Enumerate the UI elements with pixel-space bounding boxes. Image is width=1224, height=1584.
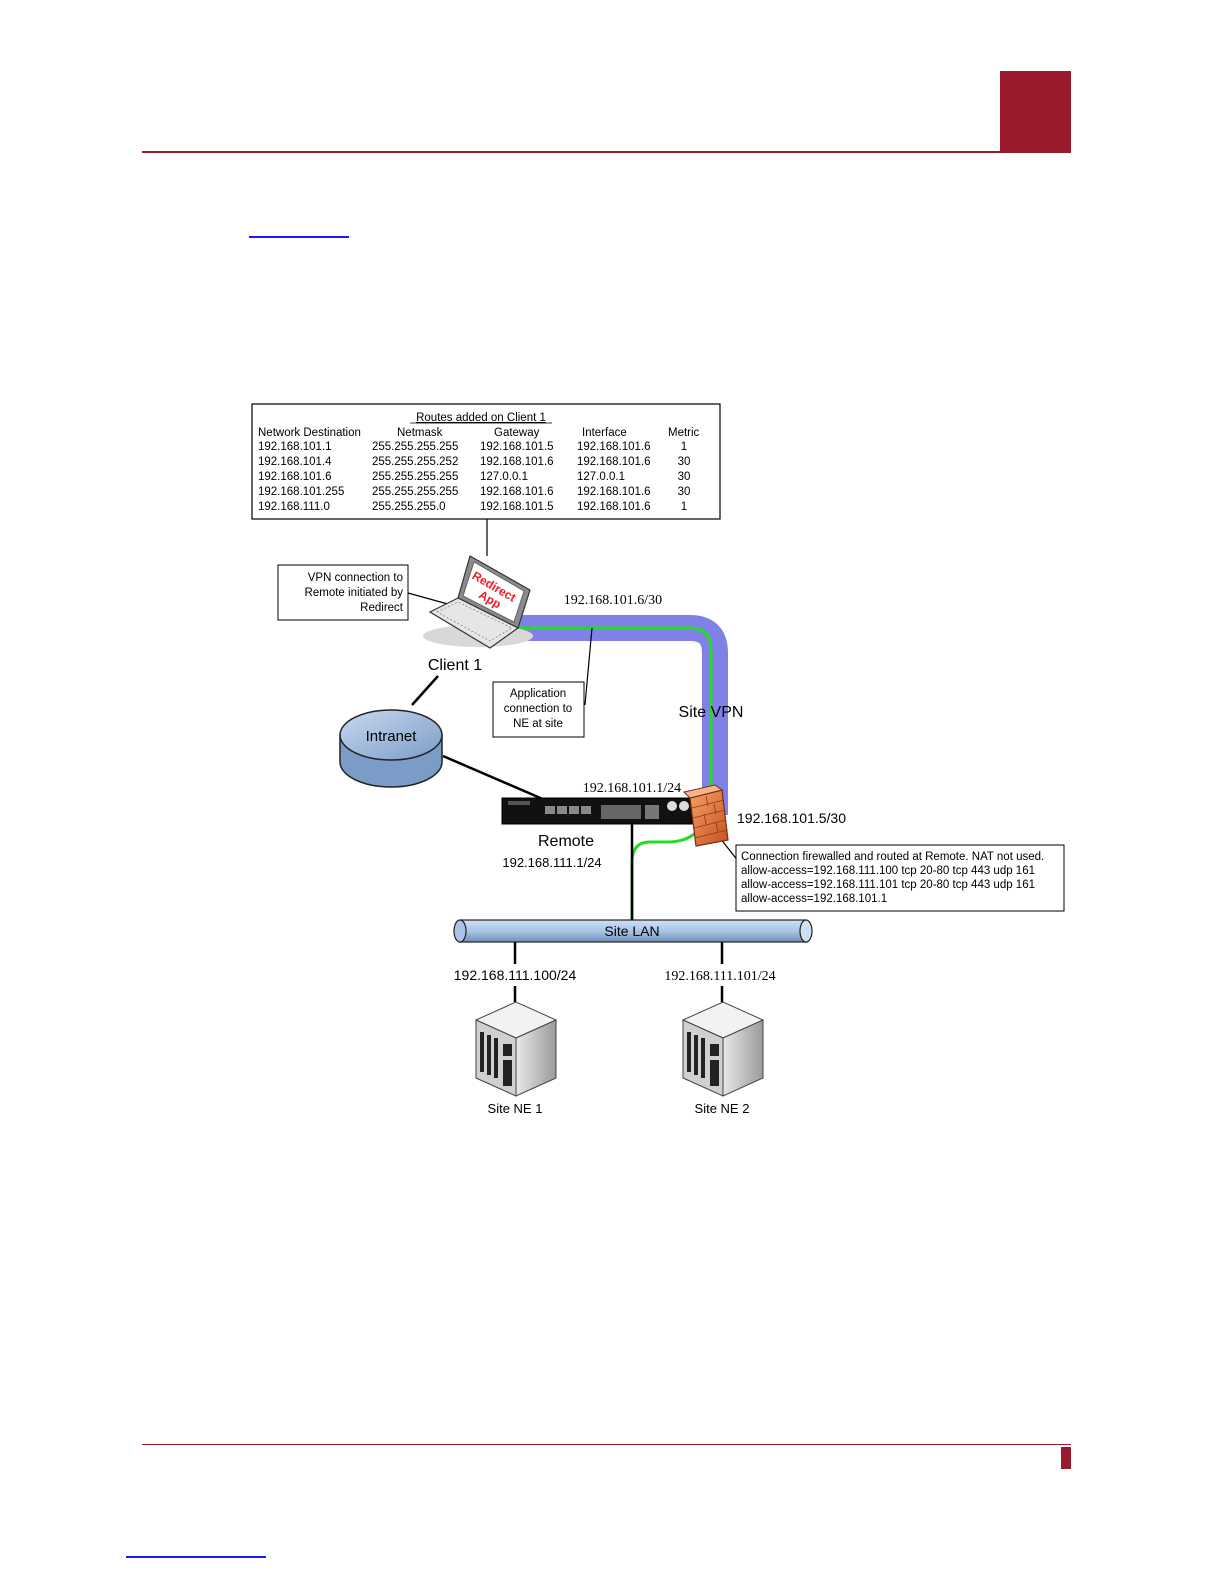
remote-ip-top: 192.168.101.1/24 [583, 781, 681, 796]
footer-link-underline[interactable] [126, 1556, 266, 1558]
route-cell: 192.168.101.6 [577, 456, 651, 468]
client-label: Client 1 [428, 657, 482, 674]
app-callout-connector [584, 627, 593, 706]
remote-label: Remote [538, 833, 594, 850]
route-cell: 255.255.255.252 [372, 456, 458, 468]
laptop-icon[interactable]: Redirect App [423, 555, 533, 649]
svg-text:Application: Application [510, 688, 566, 700]
routes-header-interface: Interface [582, 427, 627, 439]
route-cell: 192.168.101.5 [480, 501, 554, 513]
svg-text:allow-access=192.168.111.101 t: allow-access=192.168.111.101 tcp 20-80 t… [741, 879, 1035, 891]
route-cell: 255.255.255.255 [372, 486, 458, 498]
svg-text:Remote initiated by: Remote initiated by [305, 587, 404, 599]
client-intranet-link [411, 675, 439, 706]
route-cell: 192.168.101.6 [577, 441, 651, 453]
route-cell: 255.255.255.255 [372, 441, 458, 453]
route-cell: 1 [681, 501, 687, 513]
remote-ip-lan: 192.168.111.1/24 [502, 855, 601, 870]
vpn-callout: VPN connection to Remote initiated by Re… [277, 564, 409, 621]
routes-header-metric: Metric [668, 427, 700, 439]
route-cell: 192.168.101.1 [258, 441, 332, 453]
svg-text:connection to: connection to [504, 703, 572, 715]
route-cell: 192.168.101.6 [480, 486, 554, 498]
route-cell: 30 [678, 486, 691, 498]
route-cell: 192.168.111.0 [258, 501, 330, 513]
routes-table: Routes added on Client 1 Network Destina… [251, 403, 721, 520]
route-cell: 255.255.255.0 [372, 501, 446, 513]
ne2-label: Site NE 2 [695, 1101, 750, 1116]
site-ne-2-server-icon[interactable] [681, 1001, 765, 1097]
routes-table-rows: 192.168.101.1 255.255.255.255 192.168.101.… [258, 441, 690, 513]
header-accent-block [1000, 71, 1071, 153]
routes-header-gateway: Gateway [494, 427, 540, 439]
route-cell: 1 [681, 441, 687, 453]
footer-rule [142, 1444, 1071, 1445]
route-cell: 127.0.0.1 [480, 471, 528, 483]
ne1-label: Site NE 1 [488, 1101, 543, 1116]
route-cell: 255.255.255.255 [372, 471, 458, 483]
footer-accent-mark [1061, 1447, 1071, 1469]
site-vpn-label: Site VPN [679, 704, 744, 721]
route-cell: 192.168.101.4 [258, 456, 332, 468]
route-cell: 192.168.101.6 [258, 471, 332, 483]
routes-table-title: Routes added on Client 1 [416, 412, 546, 424]
application-path [515, 626, 713, 920]
header-rule [142, 151, 1071, 153]
intranet-remote-link [442, 754, 546, 802]
route-cell: 30 [678, 456, 691, 468]
firewall-callout: Connection firewalled and routed at Remo… [735, 844, 1065, 912]
route-cell: 192.168.101.6 [480, 456, 554, 468]
intranet-label: Intranet [366, 728, 418, 745]
section-link-underline[interactable] [249, 236, 349, 238]
app-callout: Application connection to NE at site [492, 681, 585, 738]
routes-header-destination: Network Destination [258, 427, 361, 439]
route-cell: 192.168.101.5 [480, 441, 554, 453]
svg-text:VPN connection to: VPN connection to [308, 572, 403, 584]
svg-text:NE at site: NE at site [513, 718, 563, 730]
svg-text:allow-access=192.168.111.100 t: allow-access=192.168.111.100 tcp 20-80 t… [741, 865, 1035, 877]
route-cell: 192.168.101.255 [258, 486, 344, 498]
client-ip-label: 192.168.101.6/30 [564, 593, 662, 608]
site-lan-label: Site LAN [604, 923, 659, 939]
ne2-ip-label: 192.168.111.101/24 [664, 969, 775, 984]
svg-text:Connection firewalled and rout: Connection firewalled and routed at Remo… [741, 851, 1044, 863]
route-cell: 30 [678, 471, 691, 483]
route-cell: 192.168.101.6 [577, 486, 651, 498]
site-ne-1-server-icon[interactable] [474, 1001, 558, 1097]
firewall-ip-label: 192.168.101.5/30 [737, 810, 846, 826]
intranet-cloud-icon: Intranet [339, 709, 443, 788]
routes-header-netmask: Netmask [397, 427, 443, 439]
route-cell: 127.0.0.1 [577, 471, 625, 483]
site-lan-pipe: Site LAN [453, 919, 813, 943]
firewall-icon [683, 784, 729, 847]
svg-text:Redirect: Redirect [360, 602, 404, 614]
remote-device-icon[interactable] [501, 797, 693, 825]
route-cell: 192.168.101.6 [577, 501, 651, 513]
svg-text:allow-access=192.168.101.1: allow-access=192.168.101.1 [741, 893, 887, 905]
ne1-ip-label: 192.168.111.100/24 [454, 967, 577, 983]
